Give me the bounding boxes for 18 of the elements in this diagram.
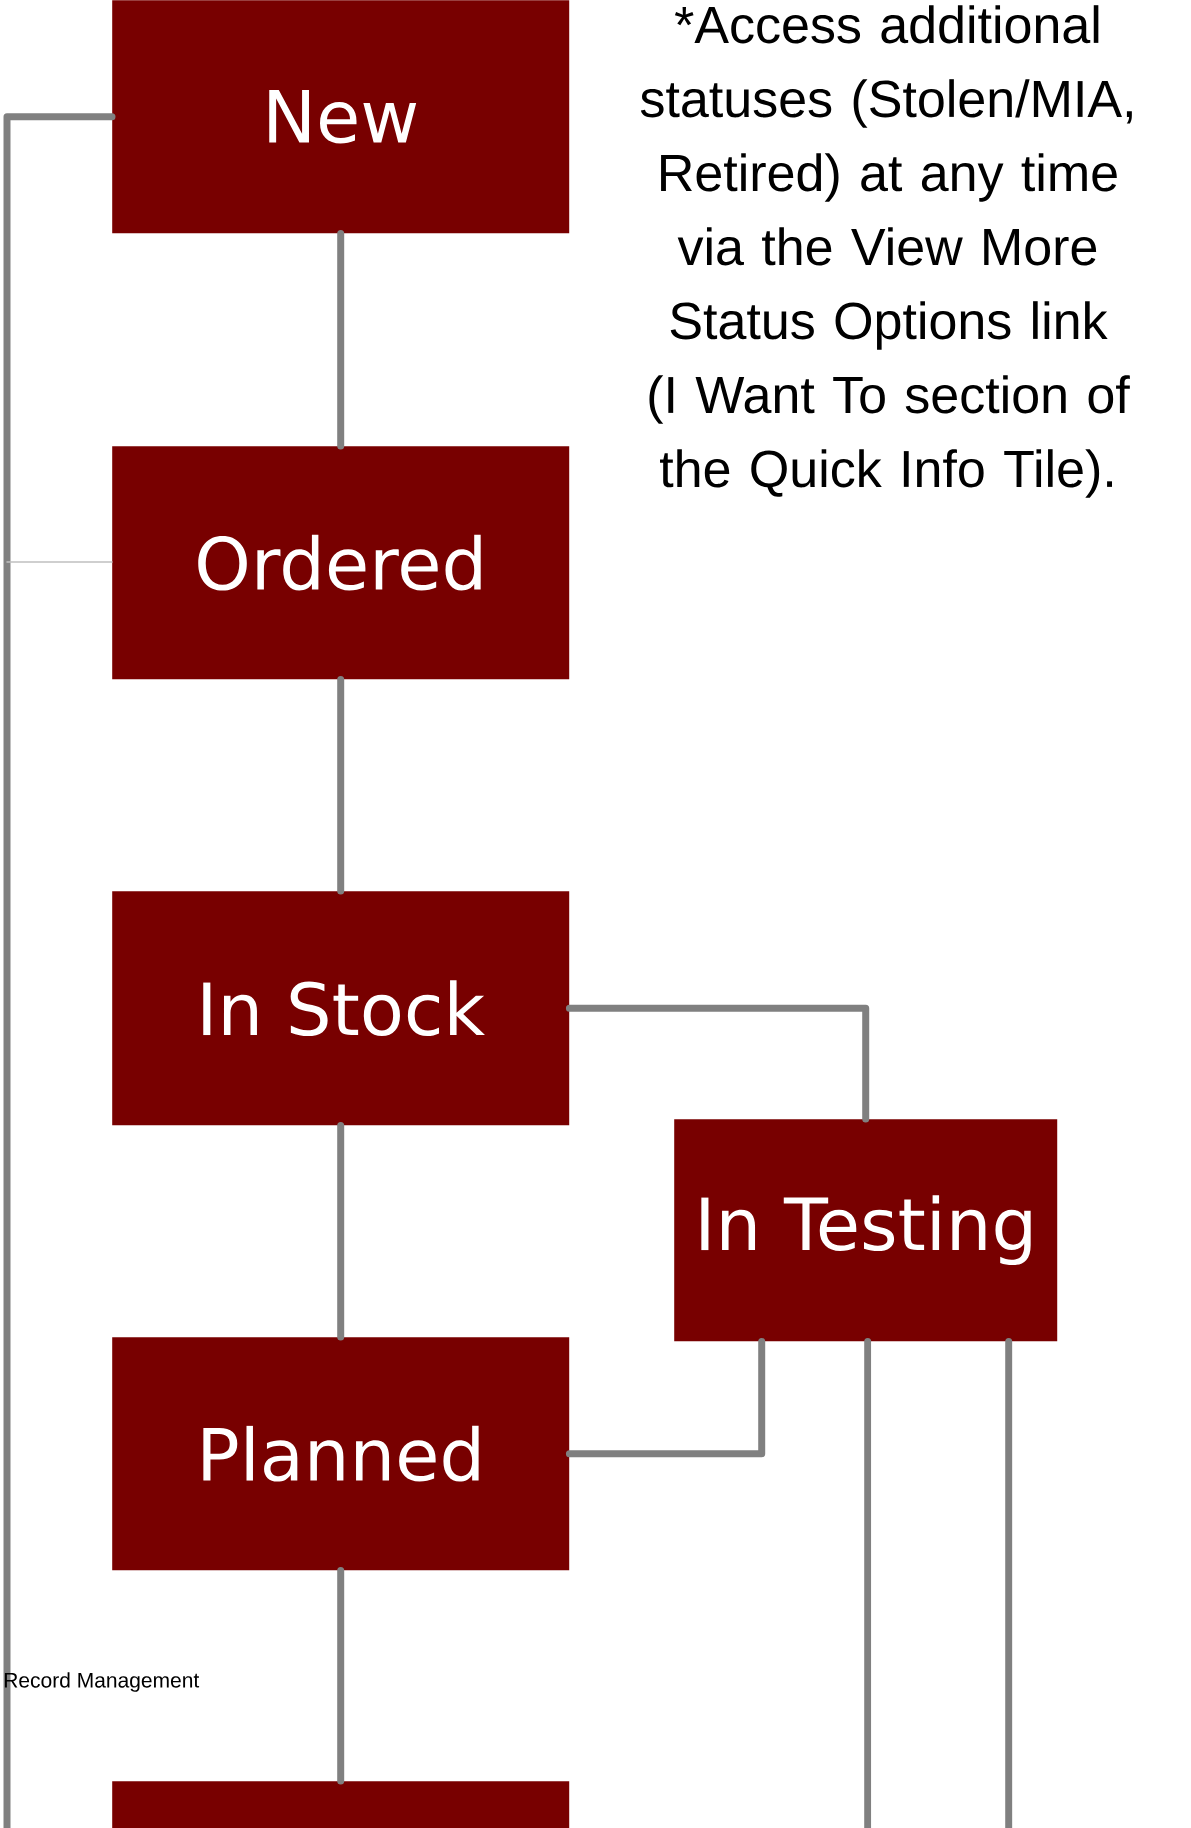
connector-line [337, 229, 345, 450]
connector-line [565, 1337, 766, 1458]
note-text: *Access additional statuses (Stolen/MIA, Retired) at any time via the View More Status Options link (I Want To section of the Quick Info Tile). [640, 5, 1132, 498]
box [112, 1781, 570, 1828]
footer-text: Record Management [4, 1672, 200, 1692]
status-box: Planned [112, 1337, 570, 1571]
connector-line [337, 1566, 345, 1785]
connector-line [337, 1121, 345, 1341]
status-box: In Testing [674, 1119, 1058, 1342]
connector-line [3, 113, 116, 1828]
connector-line [565, 1004, 870, 1123]
status-box: Ordered [112, 446, 570, 680]
status-box: New [112, 0, 570, 234]
connector-line [337, 675, 345, 895]
connector-line [6, 561, 113, 563]
connector-line [1005, 1337, 1013, 1828]
connector-line [864, 1337, 872, 1828]
status-box: In Stock [112, 891, 570, 1126]
